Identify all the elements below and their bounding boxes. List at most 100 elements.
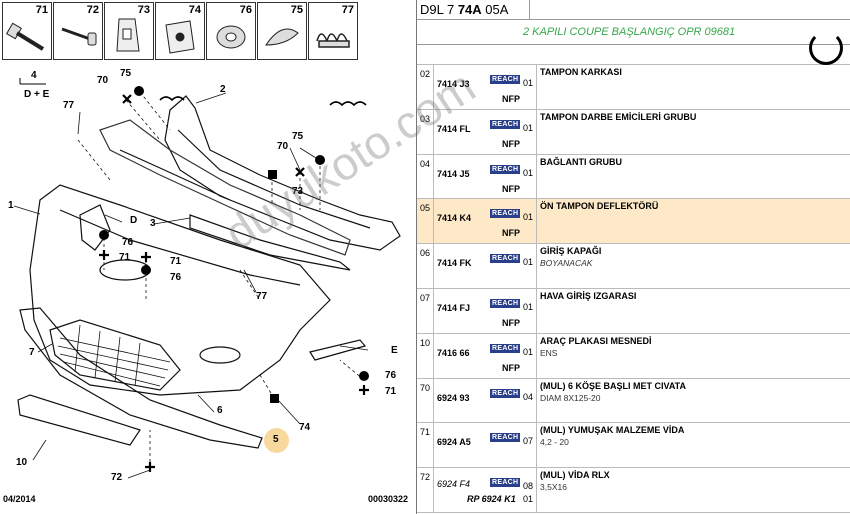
label-part-75: 75 xyxy=(292,131,304,142)
part-name: ÖN TAMPON DEFLEKTÖRÜ xyxy=(540,201,659,212)
parts-diagram: 71 72 73 74 76 75 77 xyxy=(0,0,416,514)
magnifier-icon[interactable] xyxy=(809,31,843,65)
spring-nut-icon xyxy=(316,33,350,48)
reach-badge: REACH xyxy=(490,254,521,264)
column-divider xyxy=(536,288,537,333)
part-reference[interactable]: 6924 F4 xyxy=(437,479,471,490)
thumb-num: 75 xyxy=(290,4,303,16)
thumb-72[interactable]: 72 xyxy=(53,2,103,60)
washer-icon xyxy=(216,25,246,49)
part-reference[interactable]: 7414 J5 xyxy=(437,168,470,179)
label-part-72: 72 xyxy=(111,472,123,483)
quantity: 07 xyxy=(523,436,534,447)
part-name: (MUL) YUMUŞAK MALZEME VİDA xyxy=(540,425,685,436)
label-part-73: 73 xyxy=(292,186,304,197)
quantity: 08 xyxy=(523,481,534,492)
label-part-74: 74 xyxy=(299,422,311,433)
quantity: 01 xyxy=(523,257,534,268)
thumb-75[interactable]: 75 xyxy=(257,2,307,60)
part-name: TAMPON DARBE EMİCİLERİ GRUBU xyxy=(540,111,697,122)
nfp-label: NFP xyxy=(502,362,520,373)
reach-badge: REACH xyxy=(490,388,521,398)
thumb-73[interactable]: 73 xyxy=(104,2,154,60)
thumb-num: 71 xyxy=(35,4,48,16)
part-name: (MUL) VİDA RLX xyxy=(540,470,610,481)
part-reference[interactable]: 7414 FL xyxy=(437,123,471,134)
diagram-date: 04/2014 xyxy=(3,494,36,504)
part-reference[interactable]: 7414 FK xyxy=(437,258,472,269)
part-reference-alt[interactable]: RP 6924 K1 xyxy=(467,494,516,505)
table-spacer xyxy=(417,31,850,65)
part-note: DIAM 8X125-20 xyxy=(540,392,601,403)
row-index: 05 xyxy=(417,199,434,244)
parts-table: D9L 7 74A 05A 2 KAPILI COUPE BAŞLANGIÇ O… xyxy=(416,0,850,514)
row-index: 07 xyxy=(417,288,434,333)
label-part-75: 75 xyxy=(120,68,132,79)
quantity: 04 xyxy=(523,391,534,402)
nfp-label: NFP xyxy=(502,94,520,104)
thumb-74[interactable]: 74 xyxy=(155,2,205,60)
label-part-3: 3 xyxy=(150,218,156,229)
selection-text[interactable]: 2 KAPILI COUPE BAŞLANGIÇ OPR 09681 xyxy=(523,26,736,38)
label-de: D + E xyxy=(24,89,50,100)
callout-highlight xyxy=(264,428,289,453)
reach-badge: REACH xyxy=(490,343,521,353)
quantity-alt: 01 xyxy=(523,494,534,505)
part-reference[interactable]: 7414 FJ xyxy=(437,302,471,313)
label-part-5[interactable]: 5 xyxy=(273,434,279,445)
part-name: HAVA GİRİŞ IZGARASI xyxy=(540,290,637,301)
thumb-77[interactable]: 77 xyxy=(308,2,358,60)
part-reference[interactable]: 7414 K4 xyxy=(437,213,472,224)
reach-badge: REACH xyxy=(490,298,521,308)
screw-icon xyxy=(61,27,97,46)
part-reference[interactable]: 7414 J3 xyxy=(437,79,470,89)
label-part-70: 70 xyxy=(277,141,289,152)
part-reference[interactable]: 6924 A5 xyxy=(437,437,471,448)
label-part-6: 6 xyxy=(217,405,223,416)
nfp-label: NFP xyxy=(502,228,520,239)
thumb-76[interactable]: 76 xyxy=(206,2,256,60)
part-note: 3,5X16 xyxy=(540,482,567,493)
fastener-thumbnails: 71 72 73 74 76 75 77 xyxy=(2,2,359,60)
thumb-num: 77 xyxy=(341,4,354,16)
nfp-label: NFP xyxy=(502,317,520,328)
part-note: 4,2 - 20 xyxy=(540,437,569,448)
column-divider xyxy=(536,154,537,199)
part-reference[interactable]: 6924 93 xyxy=(437,392,470,403)
label-part-76: 76 xyxy=(385,370,397,381)
bumper-exploded-drawing xyxy=(13,78,401,479)
label-part-4: 4 xyxy=(31,70,37,81)
thumb-71[interactable]: 71 xyxy=(2,2,52,60)
label-part-71: 71 xyxy=(170,256,182,267)
reach-badge: REACH xyxy=(490,75,521,84)
reach-badge: REACH xyxy=(490,478,521,488)
nfp-label: NFP xyxy=(502,183,520,194)
quantity: 01 xyxy=(523,212,534,223)
clip-icon xyxy=(116,18,140,52)
row-index: 70 xyxy=(417,378,434,423)
label-part-71: 71 xyxy=(119,252,131,263)
label-part-7: 7 xyxy=(29,347,35,358)
label-part-76: 76 xyxy=(170,272,182,283)
reach-badge: REACH xyxy=(490,164,521,174)
part-name: ARAÇ PLAKASI MESNEDİ xyxy=(540,335,652,346)
column-divider xyxy=(536,468,537,512)
row-index: 03 xyxy=(417,109,434,154)
model-suffix: 05A xyxy=(481,2,509,17)
quantity: 01 xyxy=(523,122,534,133)
part-name: (MUL) 6 KÖŞE BAŞLI MET CIVATA xyxy=(540,380,686,391)
model-header: D9L 7 74A 05A xyxy=(417,0,850,20)
part-reference[interactable]: 7416 66 xyxy=(437,347,470,358)
nfp-label: NFP xyxy=(502,138,520,149)
